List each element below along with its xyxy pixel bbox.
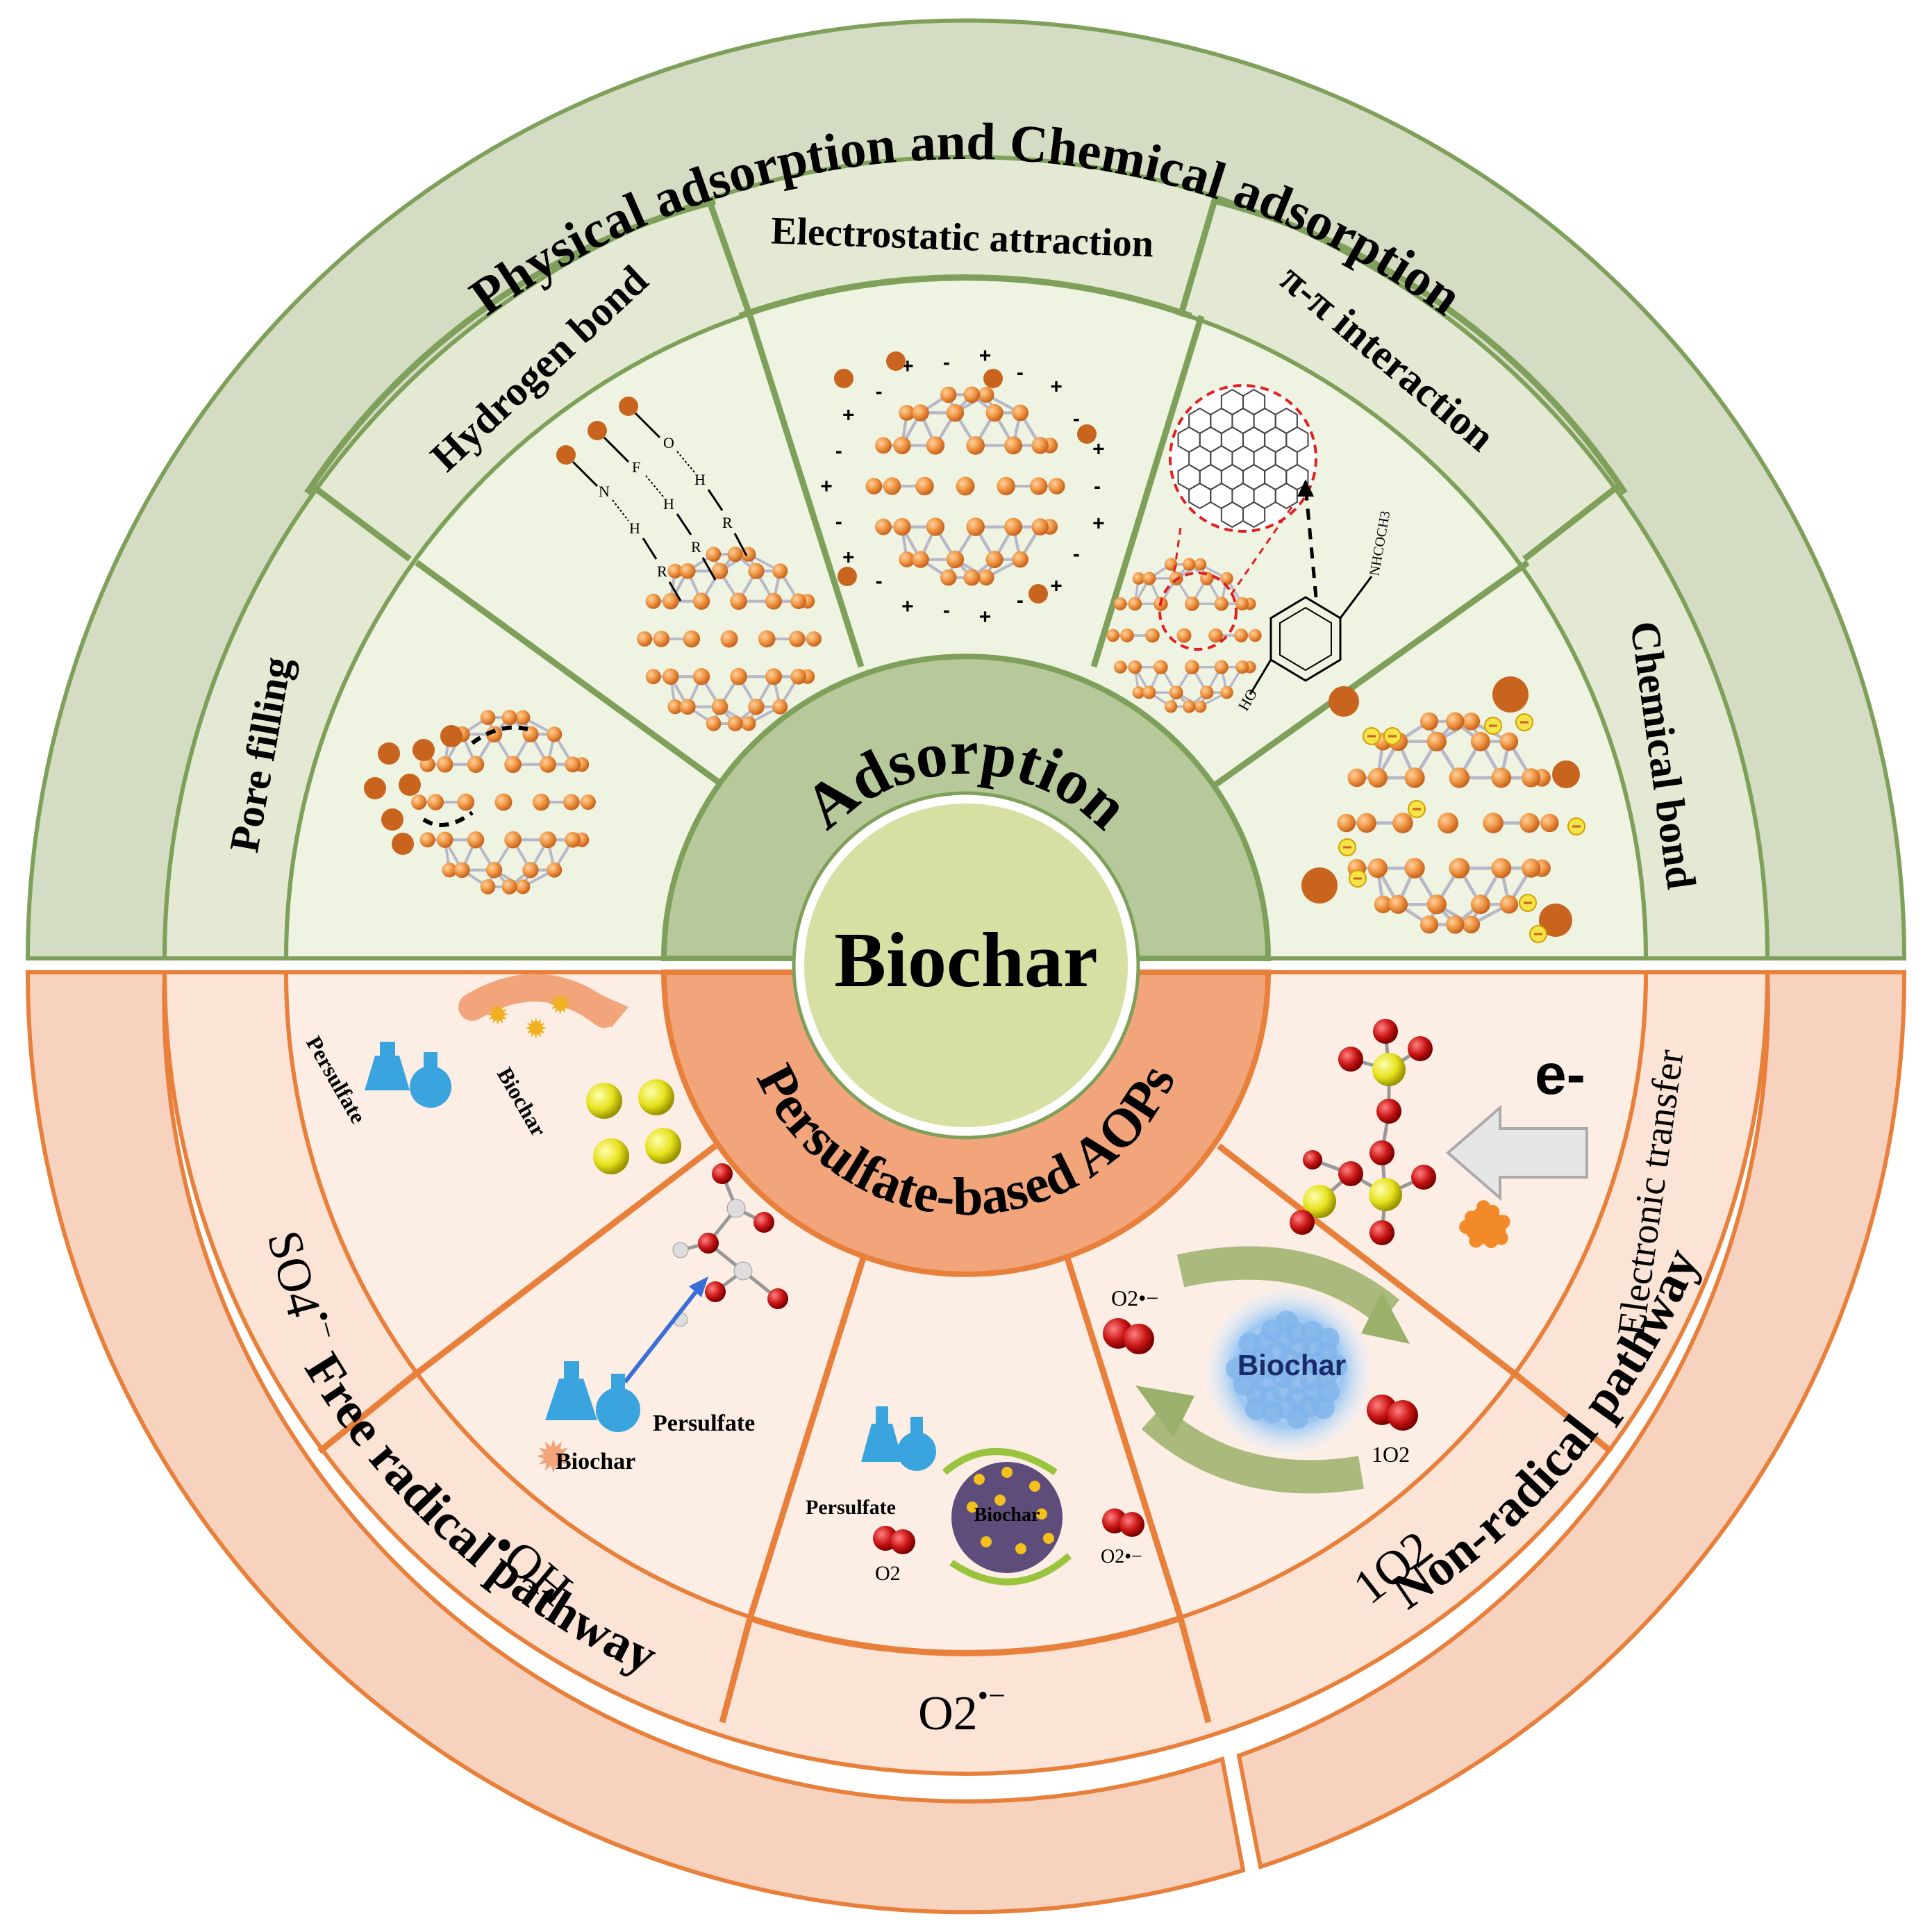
singlet-o2-label: 1O2	[1372, 1442, 1410, 1467]
spark-icon: ✹	[486, 999, 510, 1031]
charge-sign: -	[1073, 407, 1080, 430]
charge-sign: -	[876, 569, 883, 592]
o2-biochar-label: Biochar	[974, 1504, 1040, 1526]
hydrogen-bond-schematic: O F N H H H R R R	[556, 397, 748, 601]
charge-sign: -	[943, 351, 950, 374]
oh-illustration: ✹ Persulfate Biochar	[535, 1163, 788, 1482]
o2-label: O2	[875, 1562, 901, 1585]
electronic-transfer-illustration: e-	[1290, 1019, 1588, 1249]
o2-persulfate-label: Persulfate	[806, 1496, 896, 1519]
charge-sign: -	[835, 440, 842, 463]
fullerene-hydrogen-bond	[637, 547, 822, 731]
charge-sign: -	[1017, 361, 1024, 384]
hub	[660, 654, 1272, 1277]
singlet-o2-radical-label: O2•−	[1111, 1286, 1158, 1311]
hb-h3: H	[629, 519, 640, 537]
charge-sign: -	[1073, 543, 1080, 566]
charge-sign: +	[901, 595, 914, 618]
label-so4: SO4•−	[257, 1223, 347, 1349]
hb-h2: H	[663, 495, 674, 513]
charge-sign: +	[842, 404, 855, 426]
eminus-label: e-	[1535, 1043, 1585, 1106]
chemical-bond-sites	[1301, 676, 1585, 943]
singlet-biochar-label: Biochar	[1238, 1349, 1346, 1381]
hb-r3: R	[657, 563, 667, 580]
charge-sign: +	[1050, 575, 1063, 598]
flask-icon	[365, 1042, 451, 1108]
hb-r2: R	[691, 538, 701, 556]
top-dividers	[304, 197, 1628, 788]
hb-o: O	[663, 434, 674, 451]
charge-sign: +	[979, 606, 992, 629]
fullerene-electrostatic	[865, 386, 1065, 586]
spark-icon: ✹	[524, 1013, 548, 1045]
charge-sign: +	[979, 344, 992, 367]
o2-radical-label: O2•−	[1101, 1546, 1142, 1567]
pi-pi-schematic: NHCOCH3 HO	[1158, 384, 1393, 714]
electrostatic-charges: -+-+-+-+-+-+-+-+-+-+-+	[820, 344, 1104, 629]
spark-icon: ✹	[549, 989, 572, 1020]
hb-f: F	[632, 458, 640, 476]
hb-n: N	[599, 483, 610, 500]
outer-ring-bottom-right	[1236, 970, 1907, 1870]
charge-sign: -	[943, 599, 950, 622]
flask-icon	[545, 1361, 640, 1432]
core-title-biochar: Biochar	[834, 917, 1098, 1004]
hb-h1: H	[694, 471, 706, 488]
charge-sign: +	[1050, 375, 1063, 398]
singlet-illustration: Biochar O2•− 1O2	[1103, 1246, 1418, 1494]
charge-sign: +	[1092, 438, 1105, 460]
hb-r1: R	[722, 514, 733, 531]
pore-filling-molecules	[364, 725, 528, 855]
charge-sign: -	[835, 510, 842, 533]
charge-sign: +	[842, 547, 855, 569]
fullerene-pi-pi	[1106, 558, 1262, 713]
oh-biochar-label: Biochar	[556, 1449, 635, 1474]
charge-sign: -	[1017, 589, 1024, 612]
graphene-sheet	[1177, 388, 1309, 529]
label-o2-radical: O2•−	[918, 1679, 1006, 1740]
flask-icon	[861, 1406, 936, 1471]
charge-sign: +	[820, 475, 833, 498]
charge-sign: +	[1092, 513, 1105, 535]
spark-icon: ✹	[535, 1433, 572, 1482]
charge-sign: -	[876, 381, 883, 404]
oh-persulfate-label: Persulfate	[653, 1411, 755, 1436]
charge-sign: -	[1094, 475, 1101, 498]
outer-ring-bottom-left	[25, 970, 1246, 1915]
bottom-dividers	[317, 1143, 1613, 1724]
o2-radical-illustration: Persulfate Biochar O2 O2•−	[806, 1406, 1144, 1586]
